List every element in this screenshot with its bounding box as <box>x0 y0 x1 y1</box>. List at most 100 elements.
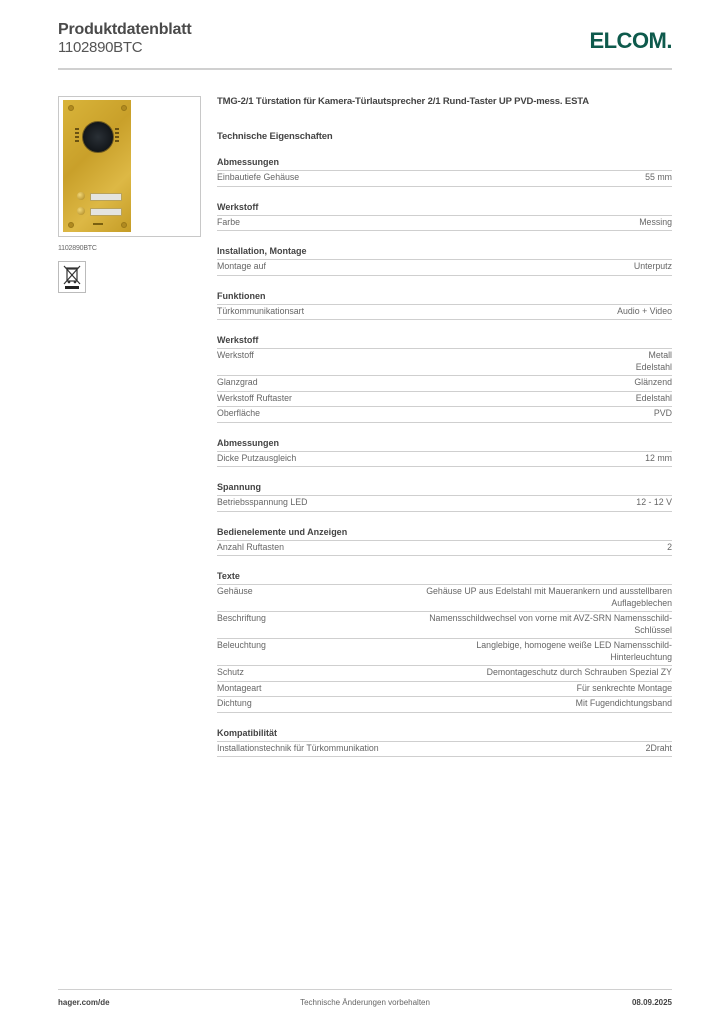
image-caption: 1102890BTC <box>58 245 97 252</box>
spec-key: Beleuchtung <box>217 640 266 650</box>
product-name: TMG-2/1 Türstation für Kamera-Türlautspr… <box>217 96 589 107</box>
spec-row: Dichtung Mit Fugendichtungsband <box>217 697 672 713</box>
spec-group-title: Kompatibilität <box>217 728 672 742</box>
elcom-logo: ELCOM. <box>589 28 672 53</box>
spec-key: Farbe <box>217 216 240 227</box>
spec-value: Audio + Video <box>617 305 672 316</box>
spec-key: Einbautiefe Gehäuse <box>217 172 300 182</box>
crossed-out-bin-icon <box>58 261 86 293</box>
spec-group-title: Funktionen <box>217 291 672 305</box>
footer-date: 08.09.2025 <box>631 998 672 1007</box>
spec-key: Betriebsspannung LED <box>217 497 308 507</box>
spec-value: Namensschildwechsel von vorne mit AVZ-SR… <box>429 613 672 635</box>
spec-key: Beschriftung <box>217 613 266 623</box>
spec-group-title: Werkstoff <box>217 335 672 349</box>
plate-brand-mark <box>93 223 103 225</box>
spec-value: Langlebige, homogene weiße LED Namenssch… <box>476 640 672 662</box>
spec-group-title: Spannung <box>217 482 672 496</box>
screw-icon <box>121 105 127 111</box>
spec-key: Anzahl Ruftasten <box>217 541 284 552</box>
spec-key: Glanzgrad <box>217 377 258 387</box>
document-title: Produktdatenblatt <box>58 21 192 38</box>
page-header: Produktdatenblatt 1102890BTC ELCOM. <box>58 20 672 56</box>
spec-row: Montage auf Unterputz <box>217 260 672 276</box>
spec-row: Dicke Putzausgleich 12 mm <box>217 452 672 467</box>
spec-group-title: Texte <box>217 571 672 585</box>
door-station-plate <box>63 100 131 232</box>
spec-value: 55 mm <box>645 172 672 182</box>
spec-value: 12 mm <box>645 452 672 463</box>
spec-key: Türkommunikationsart <box>217 305 305 316</box>
spec-value: Gehäuse UP aus Edelstahl mit Maueranker­… <box>426 586 672 608</box>
name-plate <box>90 208 122 216</box>
spec-key: Dichtung <box>217 698 252 708</box>
spec-row: Schutz Demontageschutz durch Schrauben Sp… <box>217 666 672 682</box>
specifications-column: TMG-2/1 Türstation für Kamera-Türlautspr… <box>217 96 672 757</box>
spec-key: Installationstechnik für Türkommunikatio… <box>217 742 379 753</box>
spec-row: Beschriftung Namensschildwechsel von vorn… <box>217 612 672 639</box>
footer-website: hager.com/de <box>58 998 110 1007</box>
spec-row: Beleuchtung Langlebige, homogene weiße LE… <box>217 639 672 666</box>
spec-row: Einbautiefe Gehäuse 55 mm <box>217 171 672 187</box>
call-button-icon <box>77 207 85 215</box>
spec-group-title: Abmessungen <box>217 157 672 171</box>
spec-value: Demontageschutz durch Schrauben Spezial … <box>486 667 672 677</box>
spec-key: Dicke Putzausgleich <box>217 452 297 463</box>
spec-value: Glänzend <box>634 377 672 387</box>
screw-icon <box>68 222 74 228</box>
spec-value: PVD <box>653 408 672 418</box>
spec-key: Gehäuse <box>217 586 253 596</box>
spec-value: 12 - 12 V <box>636 497 672 507</box>
spec-value: Für senkrechte Montage <box>576 682 672 693</box>
spec-key: Schutz <box>217 667 244 677</box>
spec-row: Werkstoff Metall Edelstahl <box>217 349 672 376</box>
spec-row: Farbe Messing <box>217 216 672 231</box>
spec-key: Montageart <box>217 682 262 693</box>
speaker-grille-icon <box>115 128 119 142</box>
spec-row: Türkommunikationsart Audio + Video <box>217 305 672 320</box>
spec-key: Oberfläche <box>217 408 261 418</box>
spec-value: Mit Fugendichtungsband <box>575 698 672 708</box>
header-divider <box>58 68 672 70</box>
footer-disclaimer: Technische Änderungen vorbehalten <box>300 998 430 1007</box>
spec-row: Werkstoff Ruftaster Edelstahl <box>217 392 672 407</box>
name-plate <box>90 193 122 201</box>
screw-icon <box>121 222 127 228</box>
spec-row: Anzahl Ruftasten 2 <box>217 541 672 556</box>
spec-key: Montage auf <box>217 261 266 271</box>
spec-key: Werkstoff <box>217 350 254 360</box>
spec-row: Oberfläche PVD <box>217 407 672 423</box>
spec-value: Metall Edelstahl <box>635 350 672 372</box>
spec-value: 2Draht <box>645 742 672 753</box>
spec-value: Unterputz <box>633 261 672 271</box>
spec-value: Edelstahl <box>635 392 672 403</box>
spec-row: Installationstechnik für Türkommunikatio… <box>217 742 672 757</box>
spec-group-title: Bedienelemente und Anzeigen <box>217 527 672 541</box>
spec-group-title: Abmessungen <box>217 438 672 452</box>
footer-divider <box>58 989 672 990</box>
product-image-column: 1102890BTC <box>58 96 201 293</box>
spec-row: Gehäuse Gehäuse UP aus Edelstahl mit Maue… <box>217 585 672 612</box>
spec-group-title: Werkstoff <box>217 202 672 216</box>
camera-lens-icon <box>82 121 114 153</box>
section-title: Technische Eigenschaften <box>217 131 333 142</box>
spec-value: 2 <box>667 541 672 552</box>
spec-group-title: Installation, Montage <box>217 246 672 260</box>
spec-key: Werkstoff Ruftaster <box>217 392 292 403</box>
spec-value: Messing <box>639 216 672 227</box>
speaker-grille-icon <box>75 128 79 142</box>
spec-row: Glanzgrad Glänzend <box>217 376 672 392</box>
document-sku: 1102890BTC <box>58 39 143 56</box>
call-button-icon <box>77 192 85 200</box>
